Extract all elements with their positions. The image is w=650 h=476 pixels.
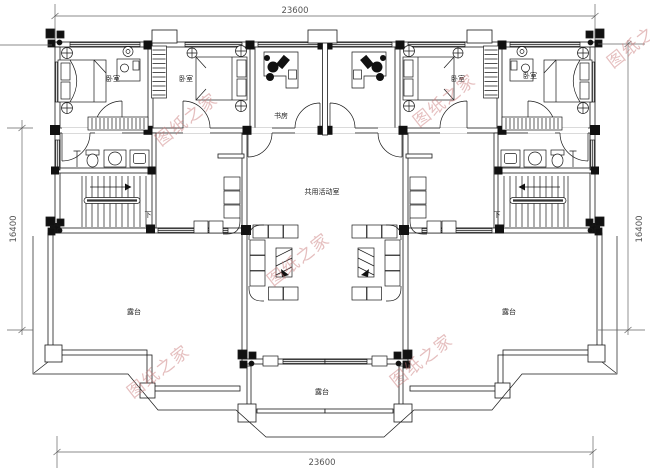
apron-corner-tick	[33, 361, 49, 374]
stairs-down-label: 下	[145, 211, 152, 219]
sink-icon	[103, 149, 127, 168]
room-label-shared-activity-room: 共用活动室	[305, 187, 340, 196]
center-structure	[151, 29, 493, 136]
door-openings	[62, 127, 320, 134]
windows	[54, 41, 326, 367]
room-label-terrace: 露台	[315, 387, 329, 396]
bed	[195, 56, 248, 101]
washer-icon	[129, 149, 150, 168]
room-label-terrace: 露台	[502, 307, 516, 316]
dim-bottom-label: 23600	[308, 458, 335, 468]
stairs-down-label: 下	[494, 211, 501, 219]
watermark-text: 图纸之家	[264, 229, 335, 290]
nightstand-icon	[186, 45, 247, 112]
room-label-study: 书房	[274, 111, 288, 120]
watermark-text: 图纸之家	[152, 89, 223, 150]
coffee-table	[275, 247, 293, 278]
room-label-bedroom: 卧室	[106, 74, 120, 83]
dim-top-label: 23600	[281, 6, 308, 16]
corner-sofa	[193, 176, 241, 235]
flue-shaft	[466, 29, 493, 44]
wardrobe-rack	[87, 116, 149, 131]
dim-right-label: 16400	[635, 215, 645, 242]
watermark-text: 图纸之家	[604, 11, 650, 72]
dim-left-label: 16400	[9, 215, 19, 242]
left-unit-structure	[32, 28, 327, 438]
doors	[61, 100, 321, 162]
sofa-group	[248, 224, 299, 302]
labels: 23600 23600 16400 16400 卧室 卧室 卧室 卧室 书房 共…	[9, 6, 645, 468]
room-label-bedroom: 卧室	[451, 74, 465, 83]
bed	[57, 59, 107, 103]
room-label-bedroom: 卧室	[523, 71, 537, 80]
flue-shaft	[307, 29, 338, 44]
towel-rail-icon	[73, 150, 81, 167]
dressing-table	[116, 46, 141, 82]
closet-hatch	[151, 45, 167, 99]
room-label-terrace: 露台	[127, 307, 141, 316]
nightstand-icon	[61, 47, 73, 114]
dimension-annotations	[0, 4, 645, 468]
room-label-bedroom: 卧室	[179, 74, 193, 83]
dimension-line-bottom	[53, 436, 597, 468]
toilet-icon	[85, 149, 100, 168]
flue-shaft	[151, 29, 178, 44]
dimension-line-top	[51, 4, 599, 40]
terrace-columns	[44, 344, 257, 423]
bathroom-fixtures	[73, 149, 150, 168]
party-wall	[322, 41, 328, 136]
dimension-line-right	[598, 40, 645, 335]
computer-desk	[263, 51, 299, 89]
terrace-apron-outline	[32, 236, 325, 438]
dimension-line-left	[0, 44, 52, 335]
staircase	[81, 176, 147, 227]
